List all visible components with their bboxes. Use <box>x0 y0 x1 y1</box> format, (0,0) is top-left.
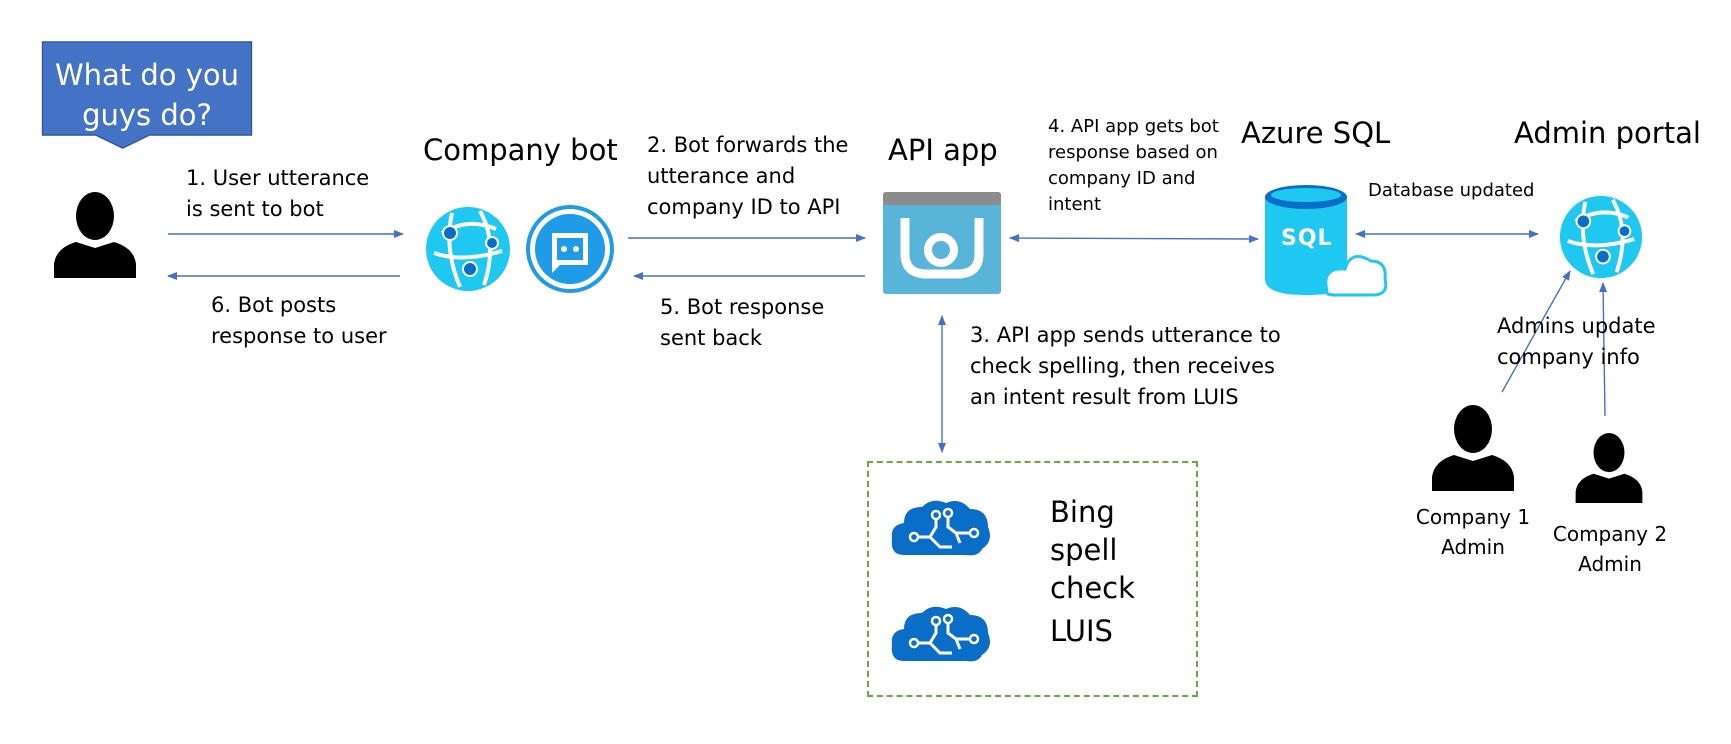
azure-sql-icon <box>1265 185 1388 297</box>
step6-label: 6. Bot posts response to user <box>211 293 387 348</box>
company1-admin-label: Company 1 Admin <box>1415 505 1531 559</box>
luis-label: LUIS <box>1050 614 1113 648</box>
company2-admin-icon <box>1575 433 1643 503</box>
bing-spell-check-label: Bing spell check <box>1050 495 1135 605</box>
step5-label: 5. Bot response sent back <box>660 295 825 350</box>
step1-label: 1. User utterance is sent to bot <box>186 166 370 221</box>
step3-label: 3. API app sends utterance to check spel… <box>970 323 1281 409</box>
user-icon <box>54 192 136 278</box>
cognitive-services-group <box>867 461 1198 697</box>
admin-portal-globe-icon <box>1559 195 1643 279</box>
api-app-icon <box>883 192 1001 294</box>
speech-bubble-text: What do you guys do? <box>54 58 240 132</box>
company-bot-title: Company bot <box>423 133 618 167</box>
speech-bubble <box>41 41 253 149</box>
sql-logo-text: SQL <box>1281 226 1333 251</box>
admins-update-label: Admins update company info <box>1497 314 1656 369</box>
bing-brain-icon <box>891 500 990 556</box>
web-app-globe-icon <box>426 207 510 291</box>
step2-label: 2. Bot forwards the utterance and compan… <box>647 133 849 219</box>
step4-label: 4. API app gets bot response based on co… <box>1048 116 1219 215</box>
admin-portal-title: Admin portal <box>1514 116 1701 150</box>
company1-admin-icon <box>1432 405 1514 491</box>
azure-sql-title: Azure SQL <box>1241 116 1391 150</box>
arrow-api-sql <box>1009 234 1259 243</box>
arrow-admin2-portal <box>1599 282 1608 417</box>
api-app-title: API app <box>888 133 998 167</box>
arrow-admin1-portal <box>1501 270 1571 393</box>
company2-admin-label: Company 2 Admin <box>1552 522 1668 576</box>
database-updated-label: Database updated <box>1368 180 1535 201</box>
bot-service-icon <box>526 205 614 293</box>
luis-brain-icon <box>891 606 990 662</box>
